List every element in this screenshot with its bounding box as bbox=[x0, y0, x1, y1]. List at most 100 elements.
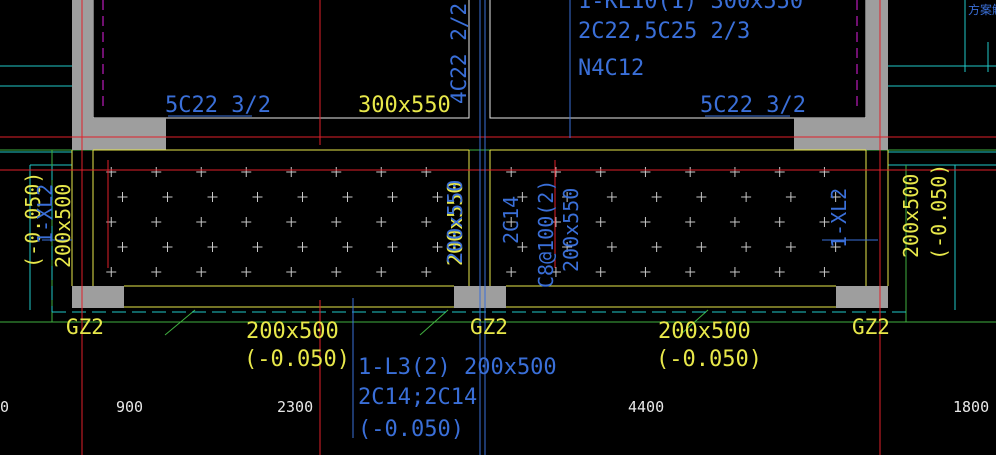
left-rebar-label: 5C22 3/2 bbox=[165, 93, 271, 118]
hatch-mark bbox=[331, 167, 342, 177]
vertical-4c22-label: 4C22 2/2 bbox=[447, 3, 471, 104]
gz-right-label: GZ2 bbox=[852, 315, 890, 339]
hatch-mark bbox=[151, 267, 162, 277]
top-n4c12-label: N4C12 bbox=[578, 56, 644, 81]
hatch-mark bbox=[241, 267, 252, 277]
hatch-mark bbox=[685, 217, 696, 227]
hatch-mark bbox=[297, 242, 308, 252]
hatch-mark bbox=[286, 167, 297, 177]
hatch-mark bbox=[241, 167, 252, 177]
hatch-mark bbox=[651, 192, 662, 202]
magenta-dashed-lines bbox=[102, 0, 858, 112]
l3-rebar-label: 2C14;2C14 bbox=[358, 385, 477, 410]
dimension-4400: 4400 bbox=[628, 398, 664, 416]
hatch-mark bbox=[685, 167, 696, 177]
hatch-mark bbox=[432, 242, 443, 252]
blue-leader-lines bbox=[42, 0, 878, 455]
hatch-mark bbox=[651, 242, 662, 252]
hatch-mark bbox=[729, 167, 740, 177]
hatch-mark bbox=[774, 267, 785, 277]
beam-left-size-label: 200x500 bbox=[246, 319, 339, 344]
hatch-mark bbox=[331, 217, 342, 227]
dimension-0: 0 bbox=[0, 398, 9, 416]
hatch-mark bbox=[506, 167, 517, 177]
dimension-900: 900 bbox=[116, 398, 143, 416]
mid-vert-size-c: 200x550 bbox=[559, 188, 583, 272]
beam-size-label: 300x550 bbox=[358, 93, 451, 118]
hatch-mark bbox=[162, 192, 173, 202]
hatch-mark bbox=[819, 217, 830, 227]
hatch-mark bbox=[376, 267, 387, 277]
l3-beam-label: 1-L3(2) 200x500 bbox=[358, 355, 557, 380]
hatch-mark bbox=[640, 217, 651, 227]
hatch-mark bbox=[819, 267, 830, 277]
hatch-mark bbox=[207, 242, 218, 252]
hatch-mark bbox=[421, 267, 432, 277]
gz-left-label: GZ2 bbox=[66, 315, 104, 339]
dimension-1800: 1800 bbox=[953, 398, 989, 416]
right-vert-level-label: (-0.050) bbox=[927, 164, 951, 260]
hatch-mark bbox=[297, 192, 308, 202]
left-vert-level-label: (-0.050) bbox=[21, 172, 45, 268]
top-right-label: 方案解 bbox=[968, 2, 996, 17]
hatch-mark bbox=[387, 192, 398, 202]
l3-level-label: (-0.050) bbox=[358, 417, 464, 442]
right-vert-size-label: 200x500 bbox=[899, 174, 923, 258]
hatch-mark bbox=[196, 167, 207, 177]
mid-2c14-label: 2C14 bbox=[499, 196, 523, 244]
dimension-2300: 2300 bbox=[277, 398, 313, 416]
hatch-mark bbox=[595, 267, 606, 277]
hatch-mark bbox=[151, 217, 162, 227]
hatch-mark bbox=[331, 267, 342, 277]
hatch-mark bbox=[117, 192, 128, 202]
hatch-mark bbox=[550, 167, 561, 177]
hatch-mark bbox=[774, 167, 785, 177]
hatch-mark bbox=[387, 242, 398, 252]
hatch-mark bbox=[252, 192, 263, 202]
hatch-mark bbox=[421, 167, 432, 177]
hatch-mark bbox=[376, 217, 387, 227]
hatch-mark bbox=[785, 192, 796, 202]
hatch-mark bbox=[606, 242, 617, 252]
hatch-mark bbox=[252, 242, 263, 252]
hatch-mark bbox=[830, 192, 841, 202]
hatch-mark bbox=[432, 192, 443, 202]
hatch-mark bbox=[106, 267, 117, 277]
hatch-mark bbox=[640, 167, 651, 177]
hatch-mark bbox=[562, 192, 573, 202]
top-beam-label: 1-KL10(1) 300x550 bbox=[578, 0, 803, 14]
hatch-mark bbox=[774, 217, 785, 227]
slab-hatch-pattern bbox=[106, 167, 841, 277]
hatch-mark bbox=[830, 242, 841, 252]
hatch-mark bbox=[550, 267, 561, 277]
hatch-mark bbox=[640, 267, 651, 277]
hatch-mark bbox=[741, 242, 752, 252]
mid-stirrup-label: C8@100(2) bbox=[534, 180, 558, 288]
beam-right-size-label: 200x500 bbox=[658, 319, 751, 344]
mid-vert-size-a: 200x550 bbox=[443, 182, 467, 266]
hatch-mark bbox=[207, 192, 218, 202]
hatch-mark bbox=[685, 267, 696, 277]
hatch-mark bbox=[729, 267, 740, 277]
annotations: 1-KL10(1) 300x550 2C22,5C25 2/3 N4C12 方案… bbox=[0, 0, 996, 442]
hatch-mark bbox=[342, 242, 353, 252]
hatch-mark bbox=[729, 217, 740, 227]
hatch-mark bbox=[696, 192, 707, 202]
hatch-mark bbox=[342, 192, 353, 202]
mid-vert-size-b: 200x550 bbox=[443, 180, 467, 264]
hatch-mark bbox=[241, 217, 252, 227]
hatch-mark bbox=[696, 242, 707, 252]
hatch-mark bbox=[741, 192, 752, 202]
hatch-mark bbox=[196, 217, 207, 227]
right-vert-1xl-label: 1-XL2 bbox=[827, 188, 851, 248]
hatch-mark bbox=[506, 267, 517, 277]
hatch-mark bbox=[421, 217, 432, 227]
hatch-mark bbox=[117, 242, 128, 252]
hatch-mark bbox=[162, 242, 173, 252]
hatch-mark bbox=[595, 167, 606, 177]
beam-left-level-label: (-0.050) bbox=[244, 347, 350, 372]
